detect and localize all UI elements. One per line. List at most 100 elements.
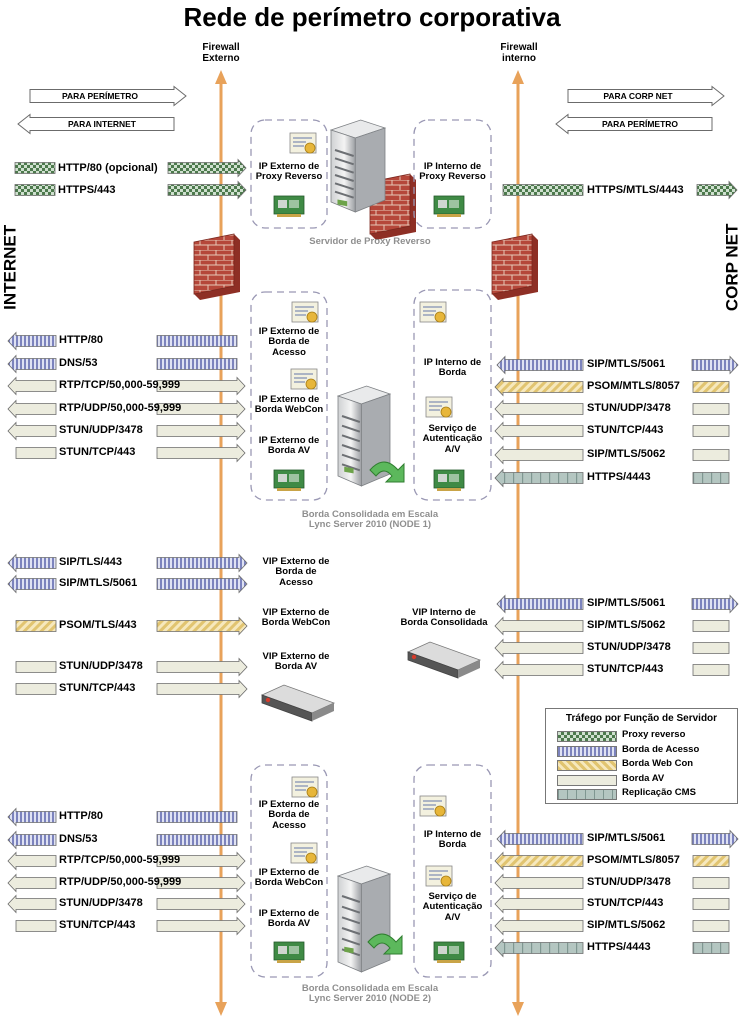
node1-left-port-label: STUN/UDP/3478: [59, 424, 143, 436]
vip-right-2-stub: [494, 638, 584, 658]
vip-left-port-label: SIP/TLS/443: [59, 556, 122, 568]
proxy-mtls-right-arrow: [696, 180, 738, 200]
node1-right-4-bar: [692, 449, 730, 461]
node1-right-0-stub: [496, 355, 584, 375]
node2-left-port-label: HTTP/80: [59, 810, 104, 822]
vip-left-0-stub: [7, 553, 57, 573]
node1-right-port-label: PSOM/MTLS/8057: [587, 380, 680, 392]
node1-left-port-label: DNS/53: [59, 357, 98, 369]
node1-int-nic-icon: [433, 469, 465, 491]
key-to-perimeter-left-label: PARA PERÍMETRO: [61, 91, 139, 101]
proxy-internal-box: [413, 119, 492, 229]
proxy-external-ip-label: IP Externo de Proxy Reverso: [255, 161, 323, 183]
proxy-http-left-stub: [14, 162, 56, 174]
proxy-int-nic-icon: [433, 195, 465, 217]
node2-int-nic-icon: [433, 941, 465, 963]
node2-right-2-stub: [494, 873, 584, 893]
node2-left-0-bar: [156, 811, 238, 823]
node2-right-4-bar: [692, 920, 730, 932]
node1-left-1-stub: [7, 354, 57, 374]
node1-external-access-ip: IP Externo de Borda de Acesso: [258, 326, 320, 358]
node1-left-3-bar: [156, 399, 246, 419]
legend-item-label: Proxy reverso: [622, 729, 686, 740]
node2-left-5-bar: [156, 916, 246, 936]
node2-server-icon: [336, 865, 392, 973]
legend-swatch: [557, 774, 617, 786]
vip-left-port-label: STUN/TCP/443: [59, 682, 136, 694]
proxy-server-caption: Servidor de Proxy Reverso: [309, 236, 431, 247]
node1-left-2-stub: [7, 376, 57, 396]
node1-right-port-label: SIP/MTLS/5062: [587, 448, 666, 460]
proxy-https-right-arrow: [167, 180, 247, 200]
proxy-ext-cert-icon: [289, 132, 317, 154]
node2-external-av-ip: IP Externo de Borda AV: [258, 908, 320, 930]
vip-external-load-balancer-icon: [260, 684, 336, 722]
node2-right-port-label: SIP/MTLS/5062: [587, 919, 666, 931]
node1-right-port-label: STUN/UDP/3478: [587, 402, 671, 414]
vip-left-port-label: STUN/UDP/3478: [59, 660, 143, 672]
node1-left-port-label: HTTP/80: [59, 334, 104, 346]
node2-right-port-label: STUN/TCP/443: [587, 897, 664, 909]
node1-left-port-label: RTP/UDP/50,000-59,999: [59, 402, 182, 414]
node2-internal-edge-ip: IP Interno de Borda: [423, 829, 482, 851]
vip-right-1-bar: [692, 620, 730, 632]
node2-right-port-label: SIP/MTLS/5061: [587, 832, 666, 844]
node1-right-3-bar: [692, 425, 730, 437]
node2-int-cert-icon: [419, 795, 447, 817]
node2-av-auth-service: Serviço de Autenticação A/V: [422, 891, 483, 923]
vip-left-0-arrow: [156, 553, 248, 573]
vip-right-port-label: SIP/MTLS/5061: [587, 597, 666, 609]
node2-left-1-bar: [156, 834, 238, 846]
node1-left-port-label: RTP/TCP/50,000-59,999: [59, 379, 181, 391]
vip-right-0-stub: [496, 594, 584, 614]
node1-av-nic-icon: [273, 469, 305, 491]
node1-caption: Borda Consolidada em Escala Lync Server …: [301, 509, 439, 531]
proxy-ext-nic-icon: [273, 195, 305, 217]
node1-right-port-label: STUN/TCP/443: [587, 424, 664, 436]
node1-left-4-bar: [156, 421, 246, 441]
node2-right-3-stub: [494, 894, 584, 914]
node2-av-nic-icon: [273, 941, 305, 963]
vip-external-access-label: VIP Externo de Borda de Acesso: [262, 556, 330, 588]
internal-firewall-axis-head-top: [512, 70, 524, 84]
node1-external-webcon-ip: IP Externo de Borda WebCon: [254, 394, 324, 416]
key-arrow-to-perimeter-right: [555, 113, 713, 135]
node2-external-webcon-ip: IP Externo de Borda WebCon: [254, 867, 324, 889]
node2-left-port-label: RTP/TCP/50,000-59,999: [59, 854, 181, 866]
node1-internal-edge-ip: IP Interno de Borda: [423, 357, 482, 379]
node1-left-0-bar: [156, 335, 238, 347]
node2-right-5-bar: [692, 942, 730, 954]
external-firewall-icon: [193, 233, 240, 300]
proxy-external-box: [250, 119, 328, 229]
node1-right-4-stub: [494, 445, 584, 465]
node2-right-3-bar: [692, 898, 730, 910]
vip-right-3-stub: [494, 660, 584, 680]
node2-access-cert-icon: [291, 776, 319, 798]
vip-right-1-stub: [494, 616, 584, 636]
node1-right-0-bar: [691, 355, 739, 375]
vip-left-3-stub: [15, 661, 57, 673]
key-arrow-to-perimeter-left: [29, 85, 187, 107]
key-to-internet-label: PARA INTERNET: [68, 119, 136, 129]
node1-external-box: [250, 291, 328, 501]
node2-right-0-stub: [496, 829, 584, 849]
node2-caption: Borda Consolidada em Escala Lync Server …: [301, 983, 439, 1005]
node1-av-auth-service: Serviço de Autenticação A/V: [422, 423, 483, 455]
external-firewall-label: Firewall Externo: [202, 42, 240, 64]
proxy-http-right-arrow: [167, 158, 247, 178]
node2-right-5-stub: [494, 938, 584, 958]
external-firewall-axis-head-top: [215, 70, 227, 84]
node2-right-2-bar: [692, 877, 730, 889]
vip-right-2-bar: [692, 642, 730, 654]
key-arrow-to-corpnet: [567, 85, 725, 107]
internal-firewall-axis-head-bottom: [512, 1002, 524, 1016]
node1-access-cert-icon: [291, 301, 319, 323]
vip-right-port-label: STUN/UDP/3478: [587, 641, 671, 653]
proxy-mtls-left-stub: [502, 184, 584, 196]
proxy-port-label: HTTP/80 (opcional): [58, 162, 158, 174]
node2-auth-cert-icon: [425, 865, 453, 887]
vip-left-3-arrow: [156, 657, 248, 677]
node1-int-cert-icon: [419, 301, 447, 323]
